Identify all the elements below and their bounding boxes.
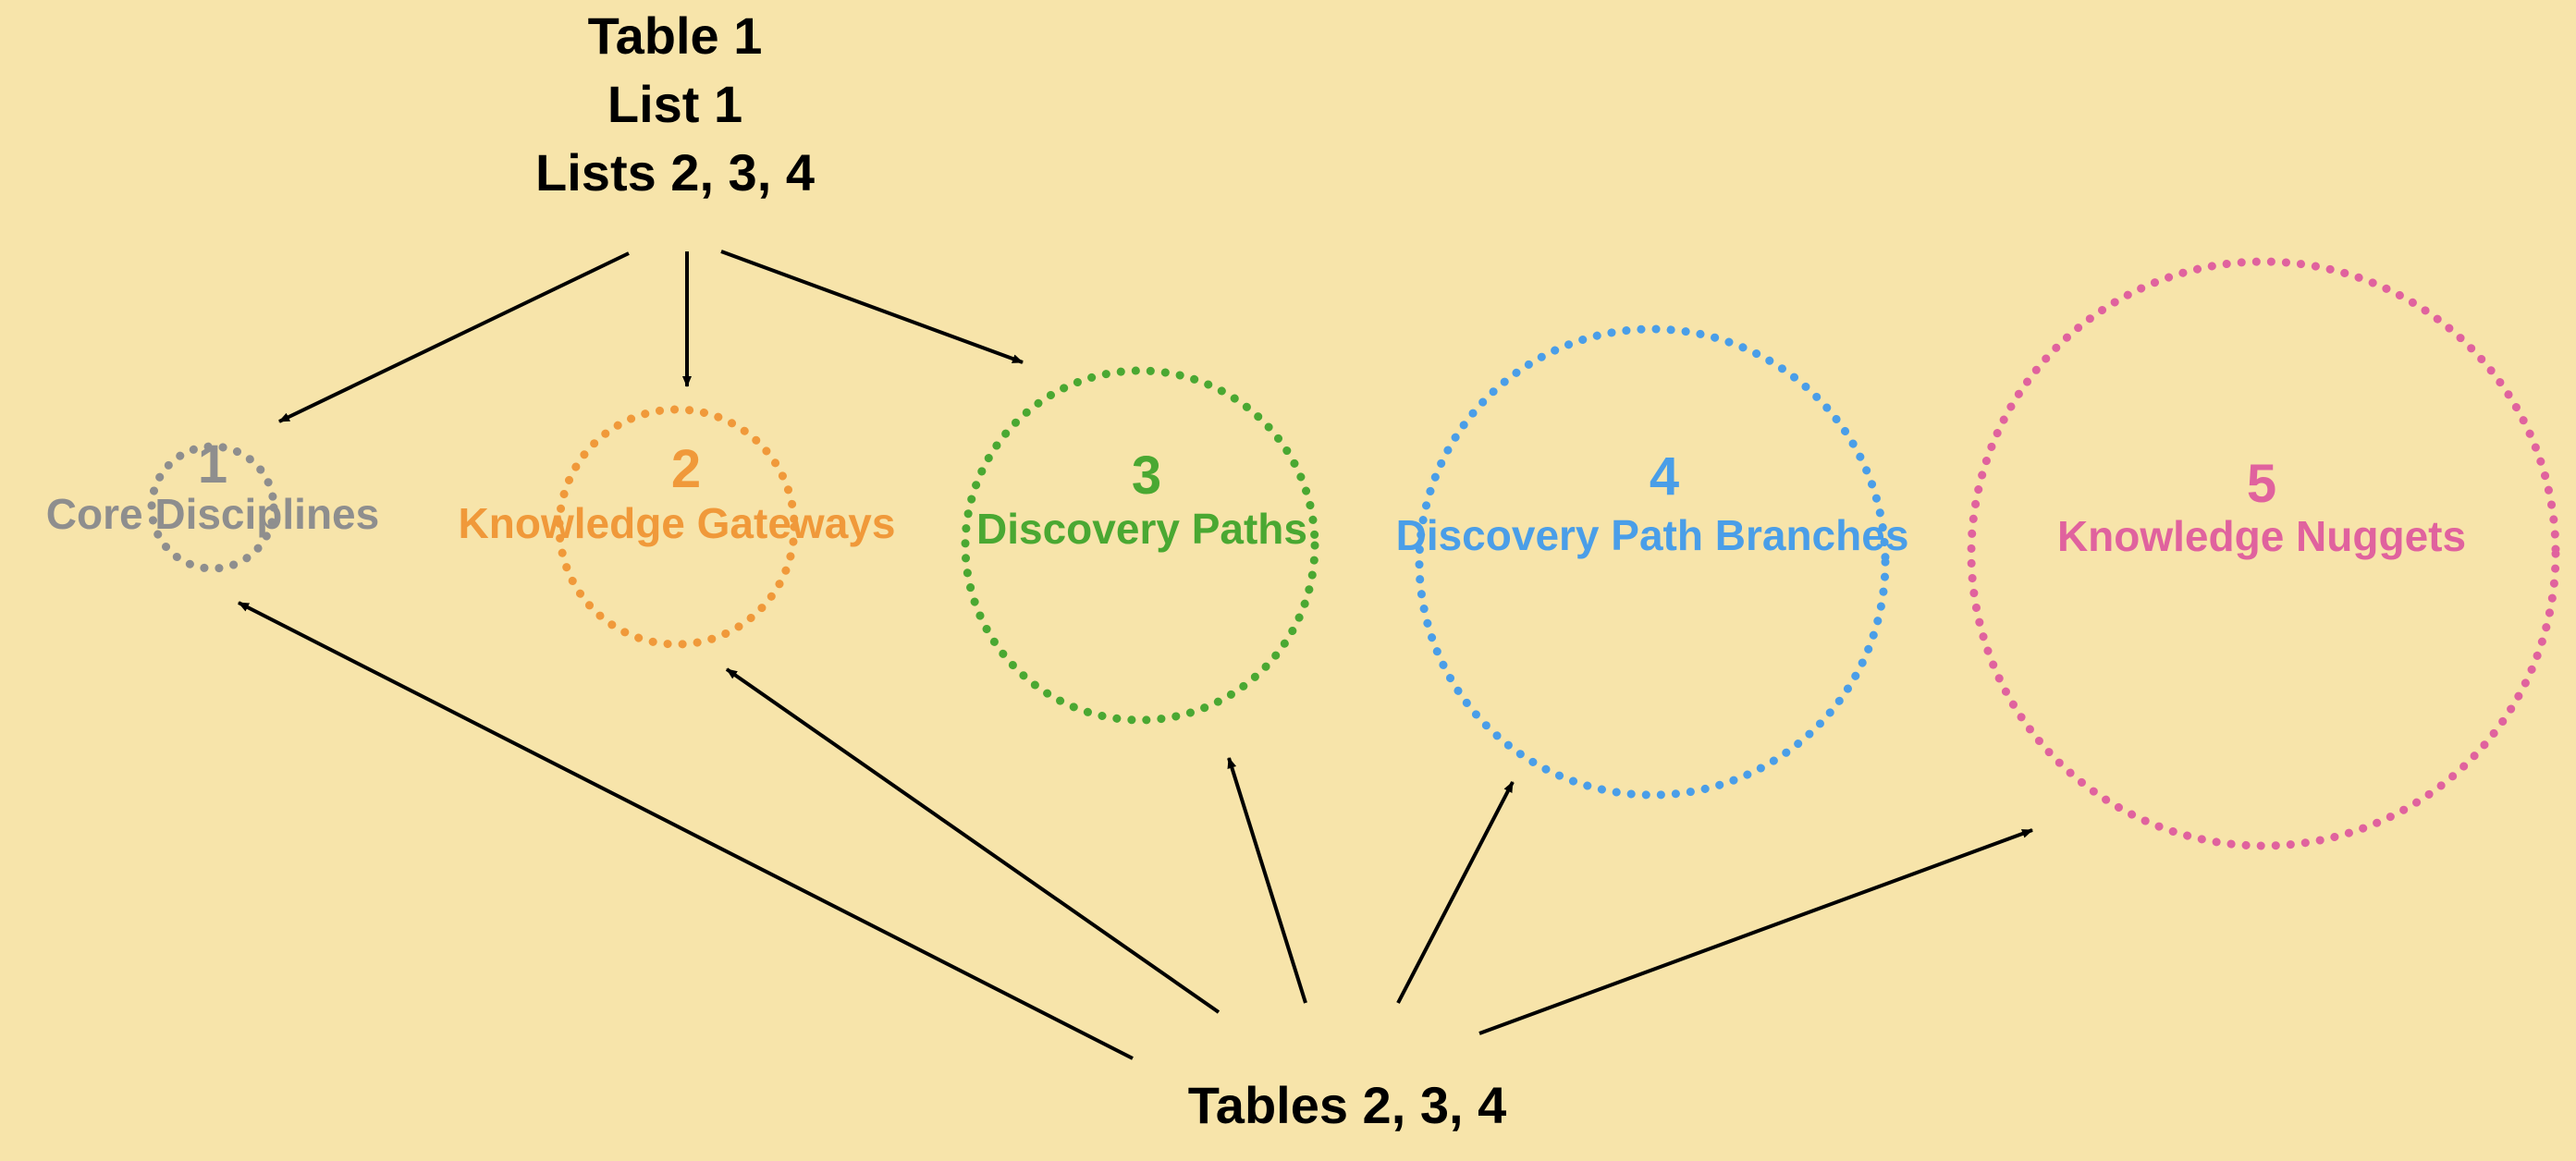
node-number-1: 1 [198, 434, 227, 495]
node-label-1: Core Disciplines [46, 490, 379, 538]
top-source-heading: Table 1 List 1 Lists 2, 3, 4 [535, 6, 815, 202]
node-label-5: Knowledge Nuggets [2057, 512, 2466, 560]
bottom-source-line-1: Tables 2, 3, 4 [1188, 1076, 1506, 1134]
arrow-bottom-to-node-3 [1227, 757, 1307, 1004]
arrow-top-to-node-3 [720, 250, 1024, 364]
node-number-3: 3 [1132, 446, 1161, 506]
node-label-3: Discovery Paths [976, 505, 1307, 553]
bottom-source-heading: Tables 2, 3, 4 [1188, 1076, 1506, 1134]
node-label-4: Discovery Path Branches [1396, 511, 1909, 559]
node-circle-4 [1415, 324, 1890, 800]
node-number-2: 2 [671, 439, 701, 499]
arrow-top-to-node-1 [278, 251, 630, 423]
top-source-line-2: List 1 [607, 75, 742, 133]
arrow-bottom-to-node-4 [1396, 781, 1515, 1004]
top-source-line-1: Table 1 [588, 6, 763, 65]
arrow-bottom-to-node-2 [725, 667, 1221, 1014]
node-circle-2 [555, 405, 799, 649]
node-number-4: 4 [1650, 446, 1679, 507]
node-circle-5 [1967, 257, 2560, 850]
top-source-line-3: Lists 2, 3, 4 [535, 143, 815, 202]
node-label-2: Knowledge Gateways [459, 499, 896, 547]
arrow-bottom-to-node-1 [238, 601, 1134, 1060]
node-number-5: 5 [2247, 454, 2276, 514]
node-circle-1 [147, 442, 278, 573]
node-circle-3 [961, 366, 1319, 725]
arrow-bottom-to-node-5 [1478, 828, 2033, 1035]
